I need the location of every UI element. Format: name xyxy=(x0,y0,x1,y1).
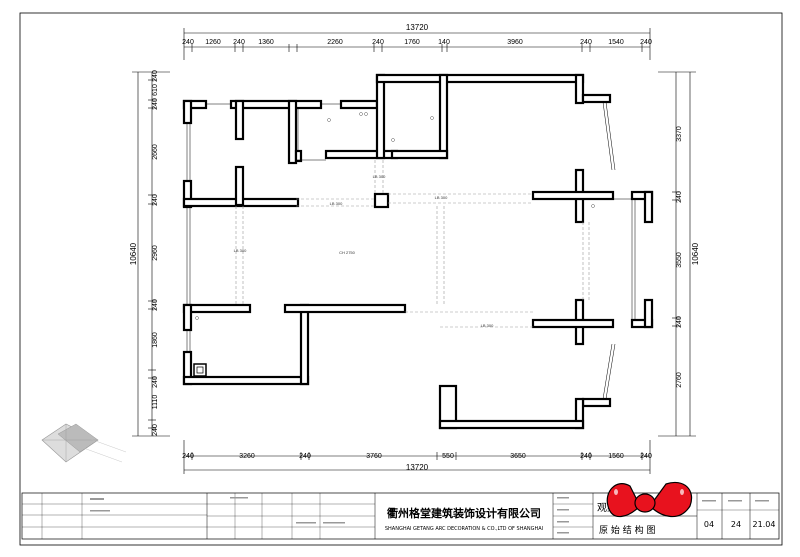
top-total-dimension: 13720 xyxy=(406,23,429,32)
drawing-frame xyxy=(19,12,783,546)
left-dim-2: 610 xyxy=(152,84,159,96)
right-dim-3: 3550 xyxy=(676,252,683,268)
bottom-dim-7: 240 xyxy=(580,453,592,460)
bottom-dim-3: 240 xyxy=(299,453,311,460)
walls xyxy=(182,73,654,430)
page-number: 24 xyxy=(731,520,741,529)
beam-label-4: LB 300 xyxy=(234,248,247,253)
top-dim-6: 240 xyxy=(372,39,384,46)
bottom-dim-6: 3650 xyxy=(510,453,526,460)
company-logo-mark xyxy=(41,423,127,463)
left-dim-4: 2660 xyxy=(152,144,159,160)
top-dim-1: 240 xyxy=(182,39,194,46)
left-dimension-chain: 10640 240 610 240 2660 240 2960 240 1860… xyxy=(129,70,170,437)
beam-label-2: LB 300 xyxy=(435,195,448,200)
left-dim-9: 240 xyxy=(152,376,159,388)
fixtures xyxy=(195,112,595,320)
beam-label-3: LB 300 xyxy=(373,174,386,179)
top-dim-12: 240 xyxy=(640,39,652,46)
company-name-en: SHANGHAI GETANG ARC DECORATION & CO.,LTD… xyxy=(385,526,543,532)
version-number: 21.04 xyxy=(753,520,776,529)
right-dim-5: 2760 xyxy=(676,372,683,388)
right-dim-4: 240 xyxy=(676,316,683,328)
sheet-number: 04 xyxy=(704,520,714,529)
bottom-total-dimension: 13720 xyxy=(406,463,429,472)
right-total-dimension: 10640 xyxy=(691,242,700,265)
bottom-dim-5: 550 xyxy=(442,453,454,460)
bottom-dim-8: 1560 xyxy=(608,453,624,460)
beam-label-1: LB 300 xyxy=(330,201,343,206)
beam-label-5: LB 300 xyxy=(481,323,494,328)
bottom-dim-2: 3260 xyxy=(239,453,255,460)
top-dim-10: 240 xyxy=(580,39,592,46)
top-dim-5: 2260 xyxy=(327,39,343,46)
bottom-dimension-chain: 13720 240 3260 240 3760 550 3650 240 156… xyxy=(182,440,652,474)
left-dim-10: 1110 xyxy=(152,395,159,410)
bottom-dim-9: 240 xyxy=(640,453,652,460)
left-dim-3: 240 xyxy=(152,98,159,110)
left-dim-7: 240 xyxy=(152,299,159,311)
annotations: LB 300 LB 300 LB 300 LB 300 LB 300 CH 27… xyxy=(234,174,494,328)
top-dim-7: 1760 xyxy=(404,39,420,46)
top-dim-8: 140 xyxy=(438,39,450,46)
right-dim-2: 240 xyxy=(676,191,683,203)
top-dim-9: 3960 xyxy=(507,39,523,46)
right-dim-1: 3370 xyxy=(676,126,683,142)
left-dim-11: 240 xyxy=(152,424,159,436)
left-dim-1: 240 xyxy=(152,70,159,82)
ceiling-height-label: CH 2750 xyxy=(339,250,356,255)
company-name-cn: 衢州格堂建筑装饰设计有限公司 xyxy=(387,506,541,520)
window-lines xyxy=(186,101,636,400)
top-dimension-chain: 13720 240 1260 240 1360 2260 240 1760 14… xyxy=(182,23,652,60)
left-dim-6: 2960 xyxy=(152,245,159,261)
left-dim-8: 1860 xyxy=(152,332,159,348)
left-total-dimension: 10640 xyxy=(129,242,138,265)
right-dimension-chain: 10640 3370 240 3550 240 2760 xyxy=(658,71,700,437)
top-dim-2: 1260 xyxy=(205,39,221,46)
top-dim-11: 1540 xyxy=(608,39,624,46)
red-bow-sticker xyxy=(606,481,693,518)
bottom-dim-1: 240 xyxy=(182,453,194,460)
top-dim-4: 1360 xyxy=(258,39,274,46)
top-dim-3: 240 xyxy=(233,39,245,46)
bottom-dim-4: 3760 xyxy=(366,453,382,460)
drawing-title: 原 始 结 构 图 xyxy=(599,524,655,536)
left-dim-5: 240 xyxy=(152,194,159,206)
beam-lines xyxy=(235,160,590,328)
